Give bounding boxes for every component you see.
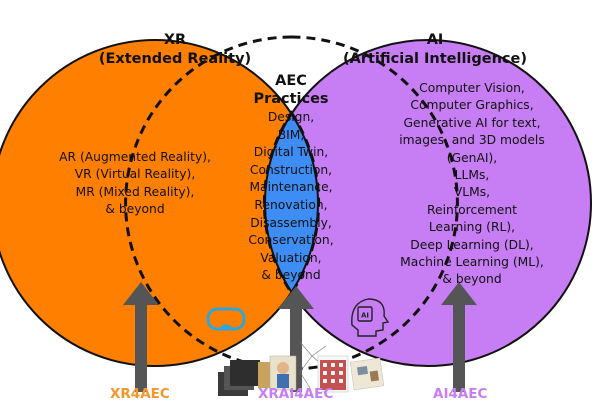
photo-thumbnail (230, 360, 260, 386)
xr-item: & beyond (105, 202, 165, 217)
aec-item: BIM, (277, 127, 305, 142)
aec-item: Design, (267, 110, 315, 124)
xr4aec-arrow (123, 282, 159, 392)
aec-title: AEC Practices (241, 72, 341, 108)
ai4aec-arrow (441, 282, 477, 392)
ai-item: Generative AI for text, (403, 115, 541, 130)
aec-item: Construction, (249, 162, 333, 177)
aec-item: Conservation, (248, 233, 334, 248)
xr-title: XR (163, 32, 187, 48)
xr4aec-label: XR4AEC (110, 386, 170, 402)
building-windows (323, 363, 343, 383)
vr-headset-icon (206, 307, 246, 331)
xr-items-list: AR (Augmented Reality), VR (Virtual Real… (45, 149, 225, 219)
ai-item: Learning (RL), (428, 220, 516, 235)
floorplan-image (369, 370, 380, 382)
architect-illustration (277, 374, 289, 388)
xr-circle (0, 40, 318, 366)
ai-item: Machine Learning (ML), (400, 255, 544, 270)
floorplan-image (356, 365, 368, 376)
aec-items-list: Design, BIM, Digital Twin, Construction,… (241, 109, 341, 285)
xr-subtitle: (Extended Reality) (98, 51, 252, 67)
aec-item: Renovation, (254, 197, 328, 212)
ai-item: LLMs, (454, 168, 490, 183)
ai-item: & beyond (442, 272, 502, 287)
xr-item: MR (Mixed Reality), (75, 184, 195, 199)
aec-title-line2: Practices (253, 91, 329, 107)
ai-item: Deep Learning (DL), (410, 237, 534, 252)
aec-dashed-left (291, 35, 459, 371)
svg-text:AI: AI (361, 312, 369, 320)
aec-item: Digital Twin, (253, 145, 329, 160)
ai-item: Reinforcement (427, 202, 517, 217)
ai4aec-label: AI4AEC (433, 386, 488, 402)
aec-item: & beyond (261, 268, 321, 283)
aec-title-line1: AEC (275, 73, 307, 89)
aec-item: Valuation, (260, 250, 322, 265)
architect-illustration (277, 362, 289, 374)
ai-items-list: Computer Vision, Computer Graphics, Gene… (382, 80, 562, 289)
ai-item: (GenAI), (446, 150, 498, 165)
xrai4aec-label: XRAI4AEC (258, 386, 334, 402)
ai-item: VLMs, (453, 185, 491, 200)
ai-title: AI (426, 32, 444, 48)
aec-item: Disassembly, (250, 215, 332, 230)
ai-circle (265, 40, 591, 366)
ai-item: Computer Vision, (419, 81, 525, 95)
ai-item: Computer Graphics, (410, 98, 534, 113)
ai-item: images, and 3D models (399, 133, 545, 148)
aec-dashed-right (124, 35, 292, 371)
aec-item: Maintenance, (249, 180, 333, 195)
aec-image-collage (218, 341, 385, 396)
ai-subtitle: (Artificial Intelligence) (342, 51, 527, 67)
xr-item: VR (Virtual Reality), (74, 167, 196, 182)
aec-dashed-border (262, 110, 321, 296)
ai-head-icon: AI (351, 298, 390, 337)
xr-item: AR (Augmented Reality), (59, 150, 211, 164)
